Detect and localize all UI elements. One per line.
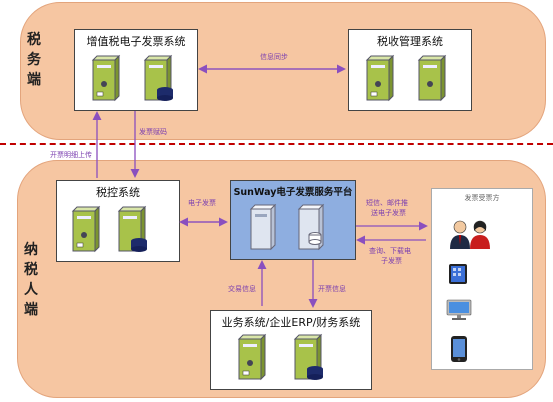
tax-control-system: 税控系统 [56,180,180,262]
server-icon [365,54,395,102]
vat-invoice-system: 增值税电子发票系统 [74,29,198,111]
business-erp-system: 业务系统/企业ERP/财务系统 [210,310,372,390]
tax-control-system-title: 税控系统 [96,186,140,199]
label-e-invoice: 电子发票 [188,199,216,207]
tax-collection-system-title: 税收管理系统 [377,35,443,48]
label-transaction-info: 交易信息 [228,285,256,293]
monitor-icon [446,299,472,320]
label-notify-line2: 送电子发票 [371,209,406,217]
phone-icon [451,336,467,362]
label-invoice-code: 发票赋码 [139,128,167,136]
database-server-icon [297,203,325,251]
server-icon [71,205,101,253]
label-info-sync: 信息同步 [260,53,288,61]
database-server-icon [293,333,323,381]
label-notify-line1: 短信、邮件推 [366,199,408,207]
boundary-divider [0,143,553,145]
invoice-receiver-title: 发票受票方 [464,194,500,202]
database-server-icon [143,54,173,102]
business-erp-system-title: 业务系统/企业ERP/财务系统 [221,316,361,329]
tax-office-label: 税 务 端 [27,32,41,88]
label-invoicing-info: 开票信息 [318,285,346,293]
label-query-line1: 查询、下载电 [369,247,411,255]
invoice-receiver-panel: 发票受票方 [431,188,533,370]
server-icon [249,203,277,251]
tablet-icon [449,264,467,284]
server-icon [91,54,121,102]
server-icon [237,333,267,381]
users-icon [450,220,490,249]
label-invoice-upload: 开票明细上传 [50,151,92,159]
sunway-platform-title: SunWay电子发票服务平台 [233,187,353,198]
sunway-platform: SunWay电子发票服务平台 [230,180,356,260]
database-server-icon [117,205,147,253]
label-query-line2: 子发票 [381,257,402,265]
tax-collection-system: 税收管理系统 [348,29,472,111]
vat-invoice-system-title: 增值税电子发票系统 [86,35,186,48]
taxpayer-label: 纳 税 人 端 [24,242,38,318]
server-icon [417,54,447,102]
